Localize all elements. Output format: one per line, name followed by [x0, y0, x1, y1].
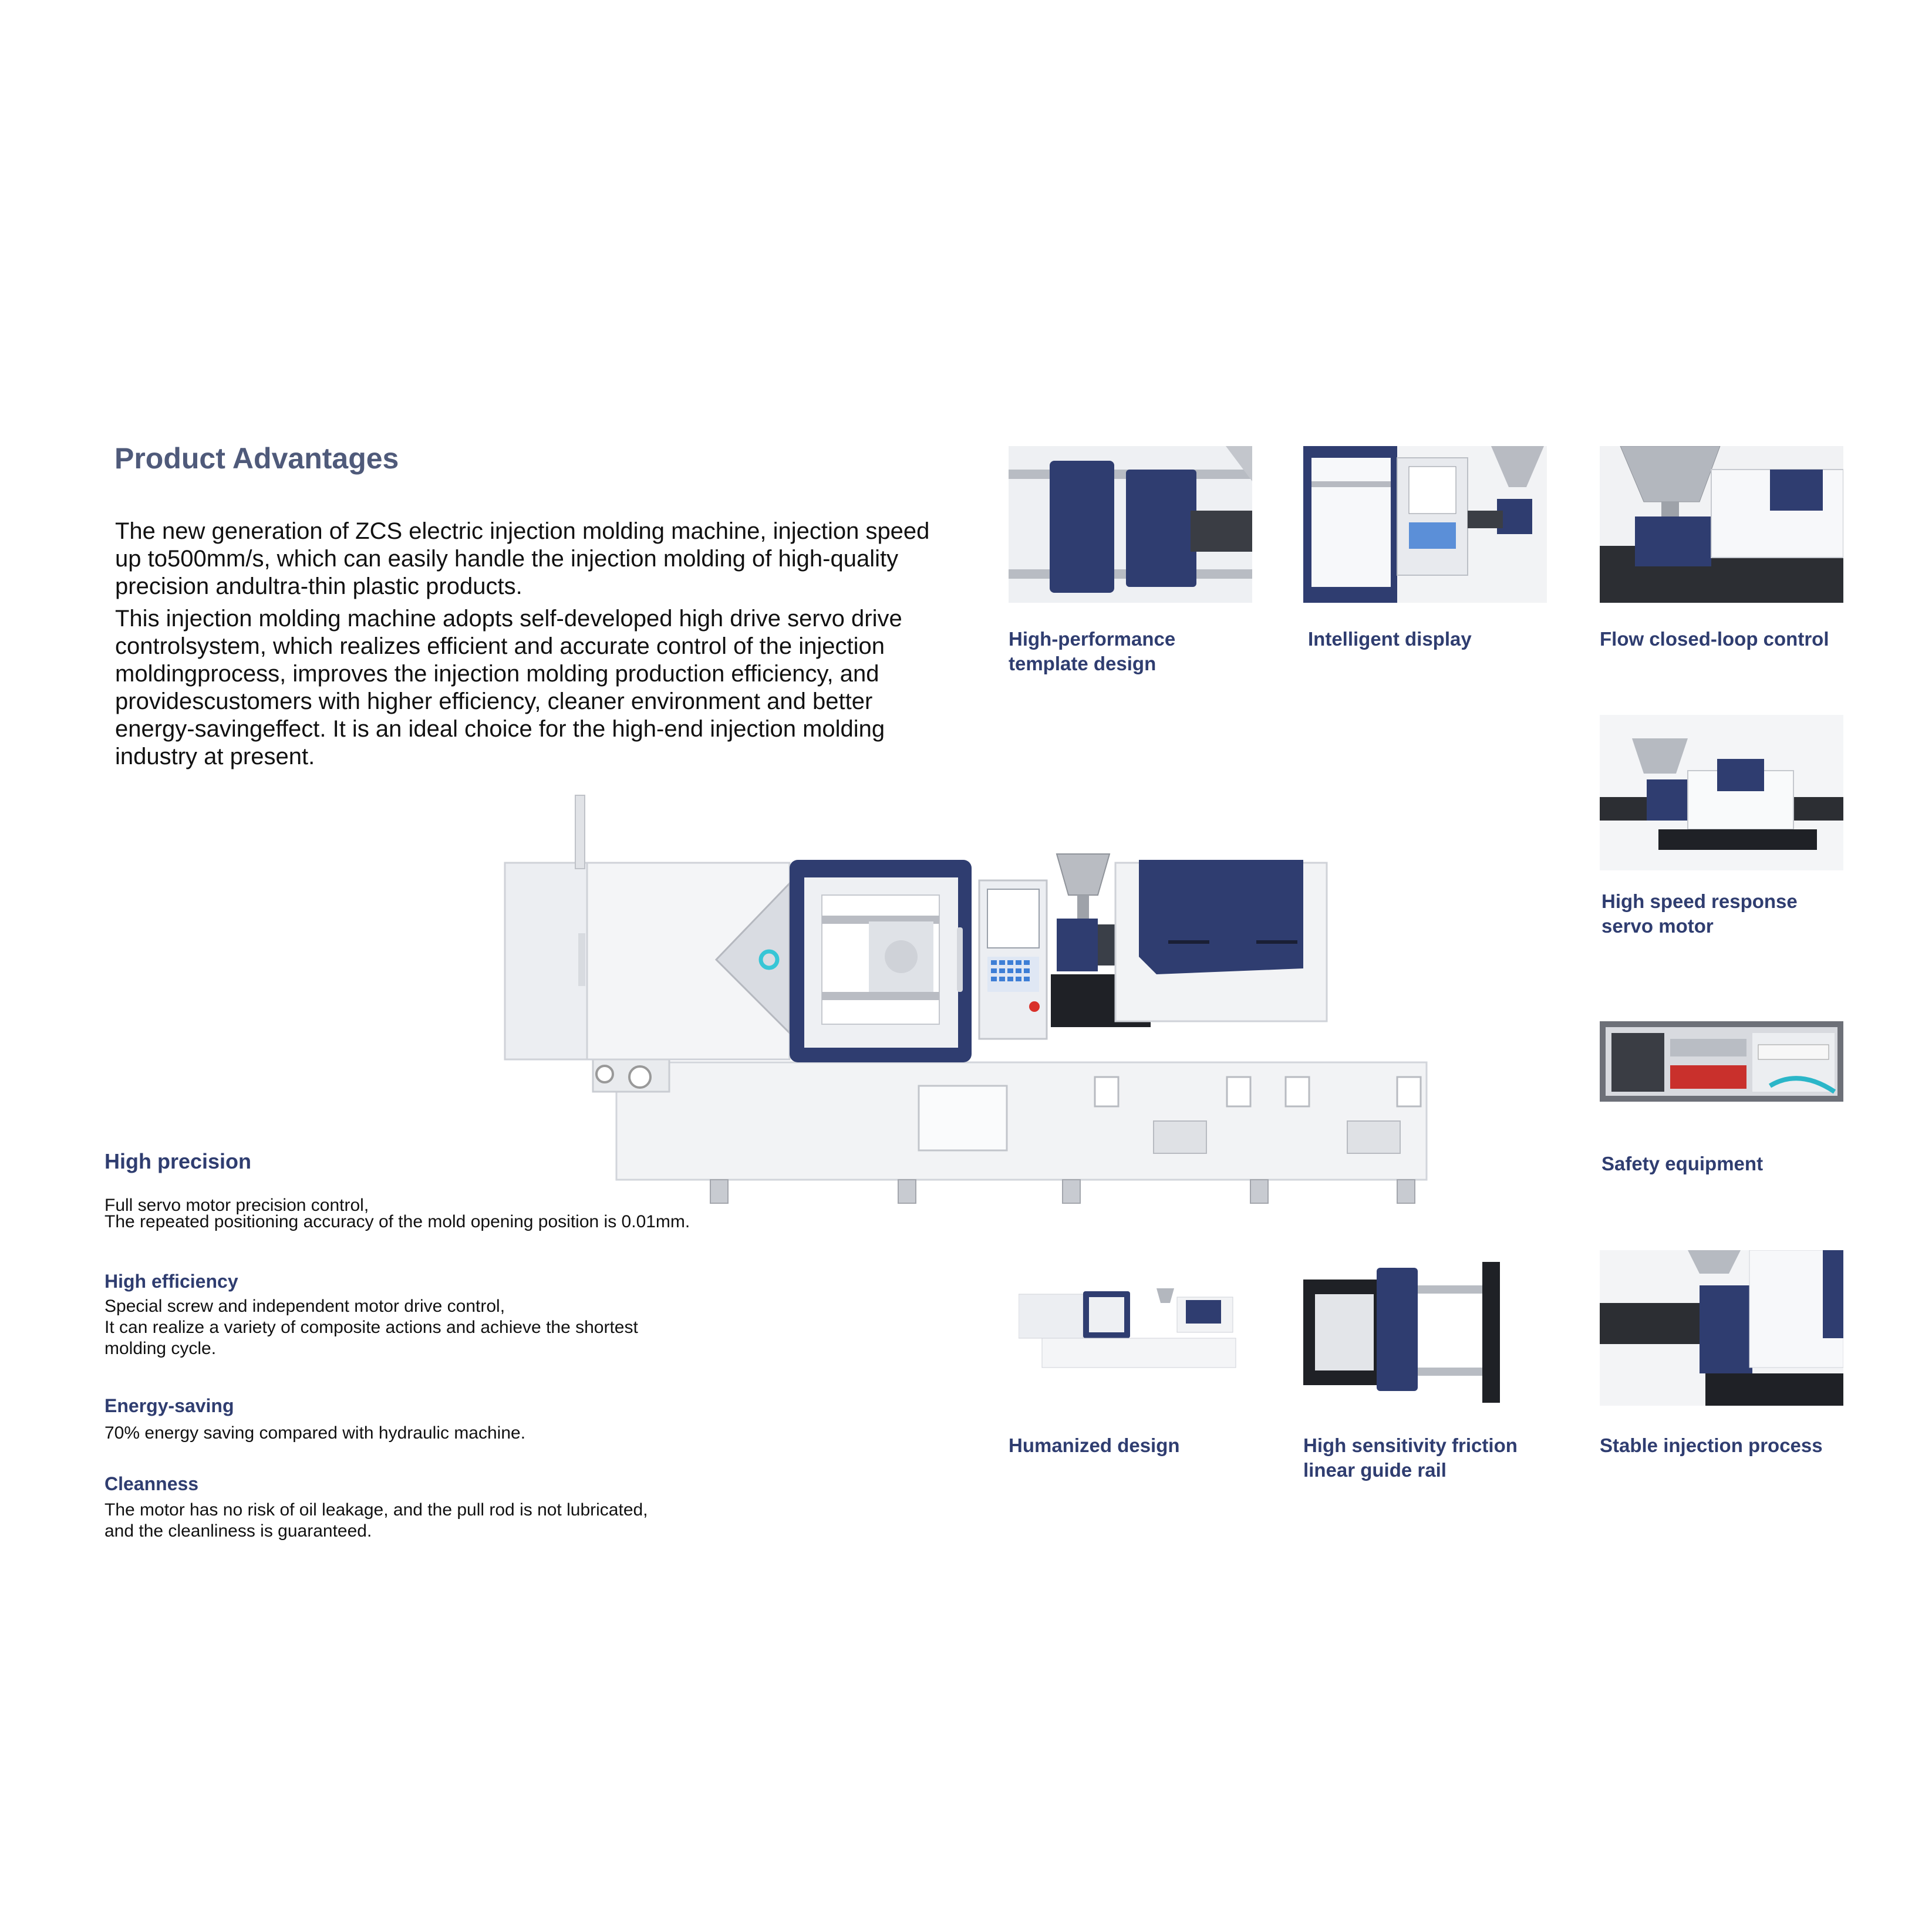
injection-photo-icon: [1600, 1250, 1843, 1406]
advantage-title-high-precision: High precision: [104, 1149, 252, 1173]
hopper-photo-icon: [1600, 446, 1843, 603]
feature-caption-intelligent-display: Intelligent display: [1308, 628, 1472, 650]
advantage-title-high-efficiency: High efficiency: [104, 1271, 238, 1292]
advantage-text-high-precision: Full servo motor precision control, The …: [104, 1196, 690, 1231]
advantage-text-cleanness: The motor has no risk of oil leakage, an…: [104, 1500, 648, 1541]
feature-caption-humanized: Humanized design: [1009, 1434, 1180, 1456]
feature-image-cabinet: [1600, 1021, 1843, 1102]
intro-text: The new generation of ZCS electric injec…: [115, 518, 937, 775]
feature-caption-injection: Stable injection process: [1600, 1434, 1823, 1456]
feature-caption-flow-control: Flow closed-loop control: [1600, 628, 1829, 650]
feature-caption-guide-rail: High sensitivity friction linear guide r…: [1303, 1434, 1518, 1481]
feature-image-hopper: [1600, 446, 1843, 603]
advantage-title-cleanness: Cleanness: [104, 1473, 199, 1494]
feature-image-injection: [1600, 1250, 1843, 1406]
guide-rail-photo-icon: [1303, 1262, 1503, 1403]
injection-molding-machine-illustration: [504, 795, 1428, 1204]
feature-caption-servo-motor: High speed response servo motor: [1601, 890, 1798, 937]
intro-paragraph-1: The new generation of ZCS electric injec…: [115, 518, 930, 599]
cabinet-photo-icon: [1600, 1021, 1843, 1102]
feature-image-platen: [1009, 446, 1252, 603]
feature-caption-template-design: High-performance template design: [1009, 628, 1176, 674]
advantage-title-energy-saving: Energy-saving: [104, 1395, 234, 1416]
display-photo-icon: [1303, 446, 1547, 603]
advantage-text-energy-saving: 70% energy saving compared with hydrauli…: [104, 1423, 526, 1443]
feature-caption-safety: Safety equipment: [1601, 1153, 1764, 1174]
platen-photo-icon: [1009, 446, 1252, 603]
page-title: Product Advantages: [114, 442, 399, 475]
feature-image-guide-rail: [1303, 1262, 1503, 1403]
feature-image-display: [1303, 446, 1547, 603]
servo-photo-icon: [1600, 715, 1843, 870]
advantage-text-high-efficiency: Special screw and independent motor driv…: [104, 1297, 638, 1358]
feature-image-servo: [1600, 715, 1843, 870]
intro-paragraph-2: This injection molding machine adopts se…: [115, 606, 902, 769]
machine-photo-icon: [1019, 1282, 1242, 1376]
feature-image-machine: [1019, 1282, 1242, 1376]
